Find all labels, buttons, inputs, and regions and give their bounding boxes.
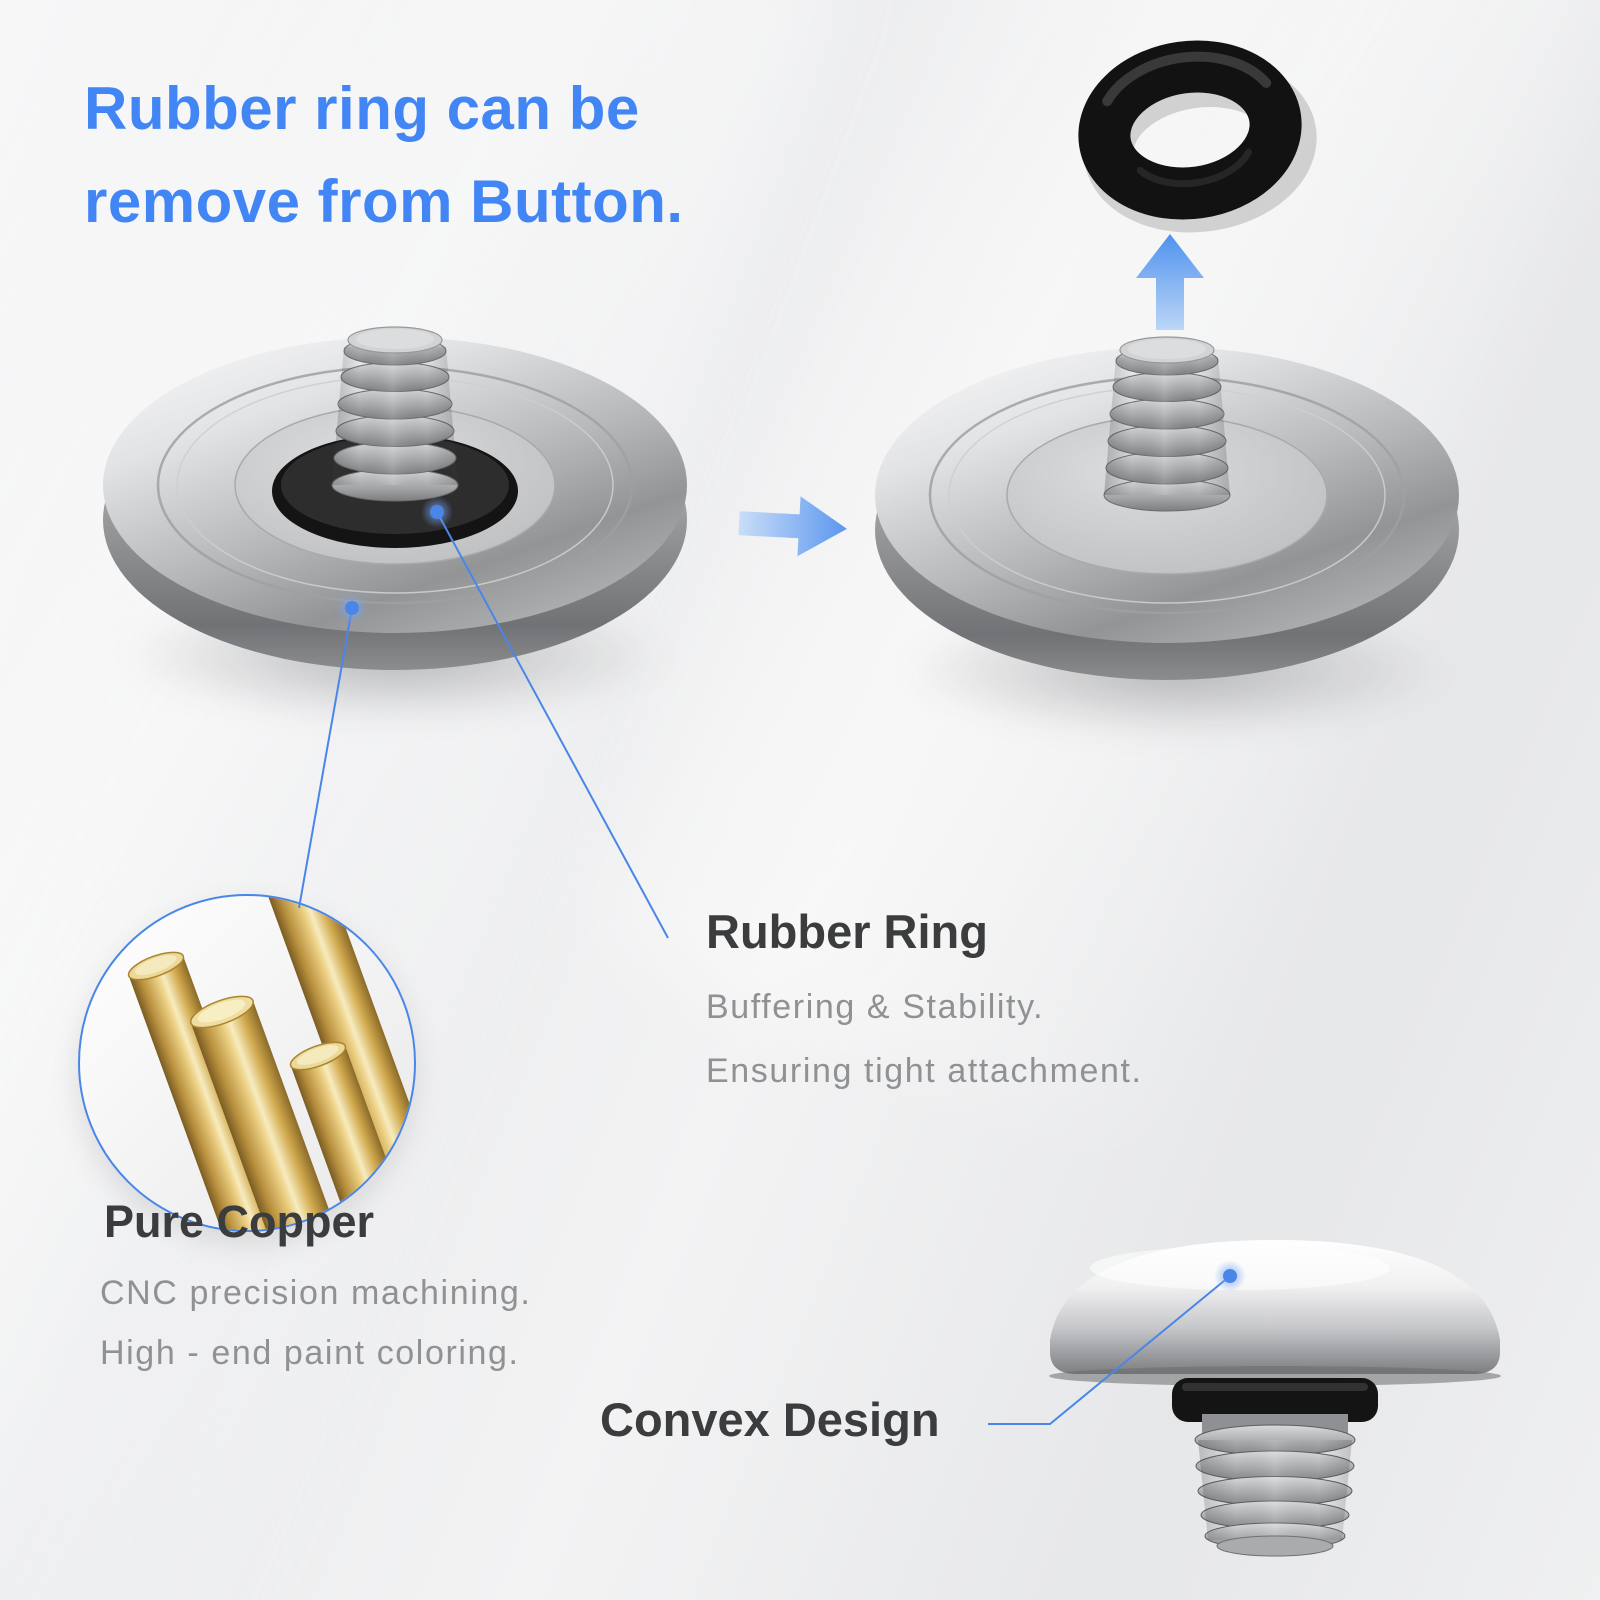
arrow-right-icon (738, 496, 847, 557)
rubber-ring-desc-1: Buffering & Stability. (706, 988, 1045, 1026)
rubber-ring-desc-2: Ensuring tight attachment. (706, 1052, 1143, 1090)
o-ring-icon (1078, 40, 1317, 233)
shutter-button-without-ring-image (875, 336, 1459, 680)
rubber-ring-title: Rubber Ring (706, 905, 988, 958)
shutter-button-with-ring-image (103, 326, 687, 670)
pure-copper-desc-2: High - end paint coloring. (100, 1334, 520, 1372)
page-title: Rubber ring can be remove from Button. (84, 62, 684, 248)
pure-copper-desc-1: CNC precision machining. (100, 1274, 532, 1312)
page-title-line-2: remove from Button. (84, 168, 684, 235)
arrow-up-icon (1136, 234, 1204, 330)
convex-design-title: Convex Design (600, 1393, 940, 1446)
pure-copper-title: Pure Copper (104, 1196, 375, 1247)
page-title-line-1: Rubber ring can be (84, 75, 640, 142)
shutter-button-side-view-image (1049, 1240, 1501, 1557)
copper-rods-illustration (127, 896, 414, 1230)
copper-rods-inset-image (78, 894, 416, 1232)
